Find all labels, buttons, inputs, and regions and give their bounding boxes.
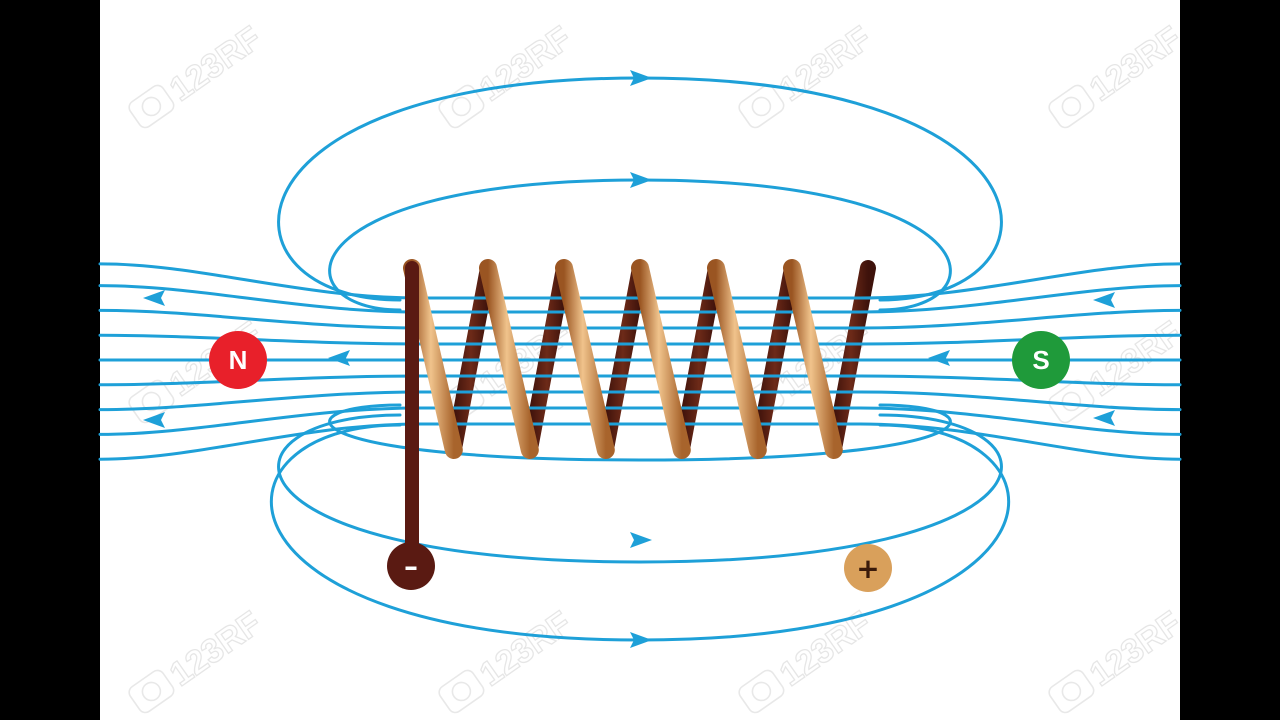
- north-pole-label: N: [229, 345, 248, 375]
- arrow-top-outer: [630, 70, 652, 86]
- arrow-right-lower: [1093, 410, 1115, 426]
- camera-icon: [1048, 669, 1095, 714]
- coil-leads: [405, 260, 876, 556]
- camera-lens: [451, 681, 472, 702]
- coil-front-segment: [479, 259, 539, 459]
- arrow-left-middle: [328, 350, 350, 366]
- camera-icon: [128, 84, 175, 129]
- camera-lens: [451, 96, 472, 117]
- field-line-axial: [98, 308, 1182, 330]
- field-line-axial: [98, 422, 1182, 461]
- camera-icon: [438, 84, 485, 129]
- coil-front-segment: [707, 259, 767, 459]
- field-line-axial: [98, 374, 1182, 387]
- arrow-left-upper: [143, 290, 165, 306]
- camera-icon: [1048, 84, 1095, 129]
- arrow-left-lower: [143, 412, 165, 428]
- camera-lens: [141, 96, 162, 117]
- camera-lens: [751, 681, 772, 702]
- magnetic-field-lines: [98, 76, 1182, 642]
- coil-front-segment: [555, 259, 615, 459]
- arrow-bottom-outer: [630, 632, 652, 648]
- arrow-right-upper: [1093, 292, 1115, 308]
- arrow-bottom-inner: [630, 532, 652, 548]
- camera-lens: [1061, 96, 1082, 117]
- coil-front-segment: [783, 259, 843, 459]
- camera-lens: [751, 96, 772, 117]
- camera-lens: [1061, 681, 1082, 702]
- field-line-axial: [98, 333, 1182, 346]
- negative-terminal-label: –: [404, 550, 418, 583]
- camera-icon: [1048, 379, 1095, 424]
- camera-lens: [141, 681, 162, 702]
- arrow-top-inner: [630, 172, 652, 188]
- camera-icon: [738, 669, 785, 714]
- frame-left: [0, 0, 100, 720]
- positive-terminal: +: [844, 544, 892, 592]
- camera-icon: [438, 669, 485, 714]
- negative-terminal: –: [387, 542, 435, 590]
- arrow-right-middle: [928, 350, 950, 366]
- field-direction-arrows: [143, 70, 1115, 648]
- field-line-axial: [98, 390, 1182, 412]
- field-line-axial: [98, 284, 1182, 314]
- camera-icon: [128, 379, 175, 424]
- south-pole-label: S: [1032, 345, 1049, 375]
- camera-icon: [738, 84, 785, 129]
- coil-front-segment: [631, 259, 691, 459]
- north-pole-marker: N: [209, 331, 267, 389]
- field-line-lower-loop: [277, 413, 1003, 564]
- south-pole-marker: S: [1012, 331, 1070, 389]
- positive-terminal-label: +: [856, 552, 879, 585]
- frame-right: [1180, 0, 1280, 720]
- field-line-lower-loop: [328, 403, 952, 462]
- field-line-axial: [98, 406, 1182, 436]
- camera-lens: [1061, 391, 1082, 412]
- coil-front-wires: [403, 259, 843, 459]
- camera-icon: [128, 669, 175, 714]
